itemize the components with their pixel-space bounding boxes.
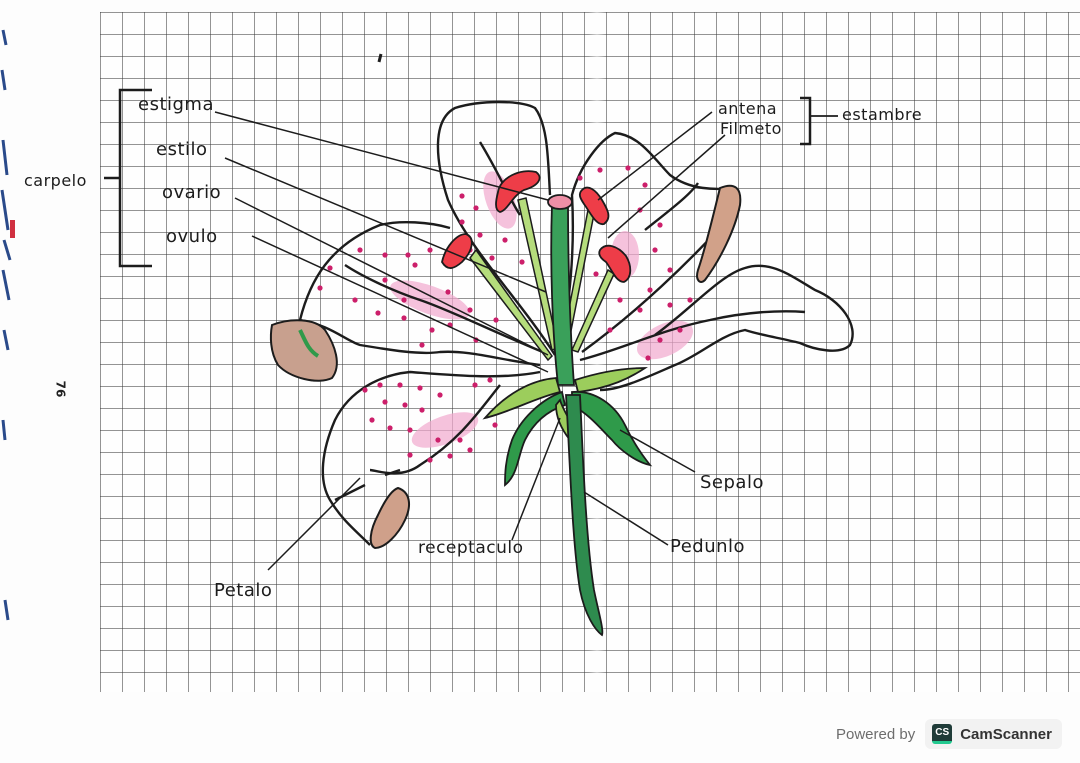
petal-spots xyxy=(317,165,693,463)
powered-by-text: Powered by xyxy=(836,725,916,743)
camscanner-logo-icon: CS xyxy=(932,724,953,744)
label-petalo: Petalo xyxy=(214,580,272,601)
filaments xyxy=(469,197,615,362)
label-estambre: estambre xyxy=(842,105,922,124)
label-carpelo: carpelo xyxy=(24,171,87,190)
page-number: 76 xyxy=(53,380,68,398)
camscanner-watermark: Powered by CS CamScanner xyxy=(836,718,1062,750)
label-filamento: Filmeto xyxy=(720,119,782,138)
sepals xyxy=(482,367,653,487)
labels: carpelo estigma estilo ovario ovulo ante… xyxy=(24,94,922,601)
label-receptaculo: receptaculo xyxy=(418,538,524,558)
leader-lines xyxy=(104,88,838,571)
label-pedunculo: Pedunlo xyxy=(670,536,745,557)
pistil xyxy=(547,194,575,386)
stem xyxy=(565,394,604,637)
label-sepalo: Sepalo xyxy=(700,472,764,493)
notebook-binding-edge xyxy=(0,0,22,690)
camscanner-brand-name: CamScanner xyxy=(960,725,1052,743)
label-ovario: ovario xyxy=(162,182,221,203)
label-ovulo: ovulo xyxy=(166,226,218,247)
page-fold xyxy=(588,12,606,692)
label-antena: antena xyxy=(718,99,777,118)
petal-tips xyxy=(269,184,742,550)
camscanner-badge: CS CamScanner xyxy=(925,719,1062,749)
label-estigma: estigma xyxy=(138,94,214,115)
label-estilo: estilo xyxy=(156,139,208,160)
